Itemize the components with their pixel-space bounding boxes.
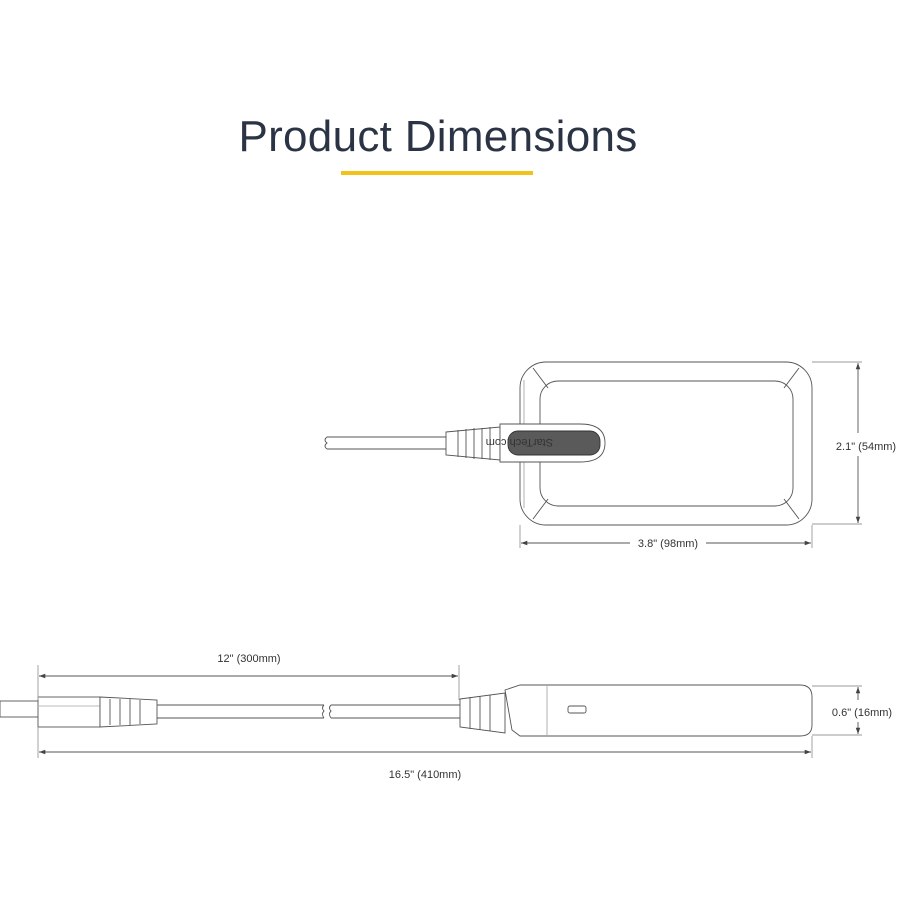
dimension-width: [519, 525, 813, 548]
dimension-overall-length: [37, 727, 813, 758]
dimension-height: [812, 361, 862, 525]
side-view-device: [459, 684, 813, 737]
title-underline: [341, 171, 533, 175]
logo-starttech: StarTech.com: [486, 436, 553, 448]
micro-usb-port-icon: [567, 705, 587, 714]
overall-length-label: 16.5" (410mm): [389, 769, 461, 781]
dimension-depth: [812, 685, 862, 736]
cable-length-label: 12" (300mm): [217, 653, 280, 665]
width-label: 3.8" (98mm): [638, 538, 698, 550]
top-view-cable: [324, 423, 606, 463]
height-label: 2.1" (54mm): [836, 441, 896, 453]
page-title: Product Dimensions: [238, 112, 638, 161]
side-view-cable: [157, 704, 460, 719]
side-view-usb-plug: [0, 696, 158, 728]
dimension-cable-length: [37, 665, 460, 700]
depth-label: 0.6" (16mm): [832, 707, 892, 719]
